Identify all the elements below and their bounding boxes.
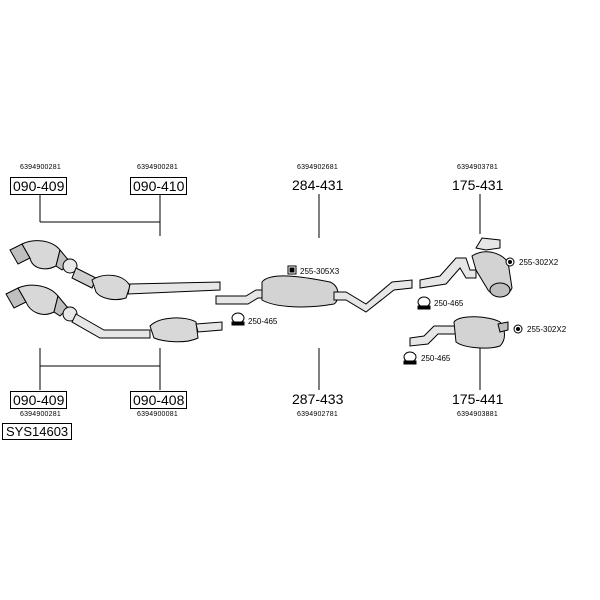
gasket-icon <box>417 296 431 310</box>
fitting-label[interactable]: 250-465 <box>248 317 278 326</box>
part-code: 6394903781 <box>457 164 498 171</box>
part-number-label[interactable]: 090-409 <box>10 391 68 409</box>
rear-silencer-lower <box>409 316 509 349</box>
gasket-icon <box>403 351 417 365</box>
part-code: 6394900281 <box>137 164 178 171</box>
part-number-label[interactable]: 284-431 <box>292 177 344 193</box>
gasket-icon <box>231 312 245 326</box>
part-number-label[interactable]: 175-431 <box>452 177 504 193</box>
rear-silencer-upper <box>419 237 513 298</box>
clamp-icon <box>505 257 515 267</box>
part-number-label[interactable]: 175-441 <box>452 391 504 407</box>
fitting-label[interactable]: 250-465 <box>434 299 464 308</box>
center-pipe-silencer <box>215 275 413 313</box>
clamp-icon <box>513 324 523 334</box>
fitting-label[interactable]: 255-305X3 <box>300 267 340 276</box>
part-code: 6394902781 <box>297 411 338 418</box>
part-code: 6394900281 <box>20 411 61 418</box>
catalytic-converter-upper <box>9 240 221 301</box>
clamp-icon <box>287 265 297 275</box>
fitting-label[interactable]: 250-465 <box>421 354 451 363</box>
catalytic-converter-lower <box>5 284 223 343</box>
system-id-label: SYS14603 <box>2 423 73 440</box>
part-number-label[interactable]: 287-433 <box>292 391 344 407</box>
fitting-label[interactable]: 255-302X2 <box>527 325 567 334</box>
part-code: 6394902681 <box>297 164 338 171</box>
part-code: 6394900081 <box>137 411 178 418</box>
part-number-label[interactable]: 090-410 <box>130 177 188 195</box>
part-number-label[interactable]: 090-409 <box>10 177 68 195</box>
fitting-label[interactable]: 255-302X2 <box>519 258 559 267</box>
part-code: 6394903881 <box>457 411 498 418</box>
part-number-label[interactable]: 090-408 <box>130 391 188 409</box>
part-code: 6394900281 <box>20 164 61 171</box>
